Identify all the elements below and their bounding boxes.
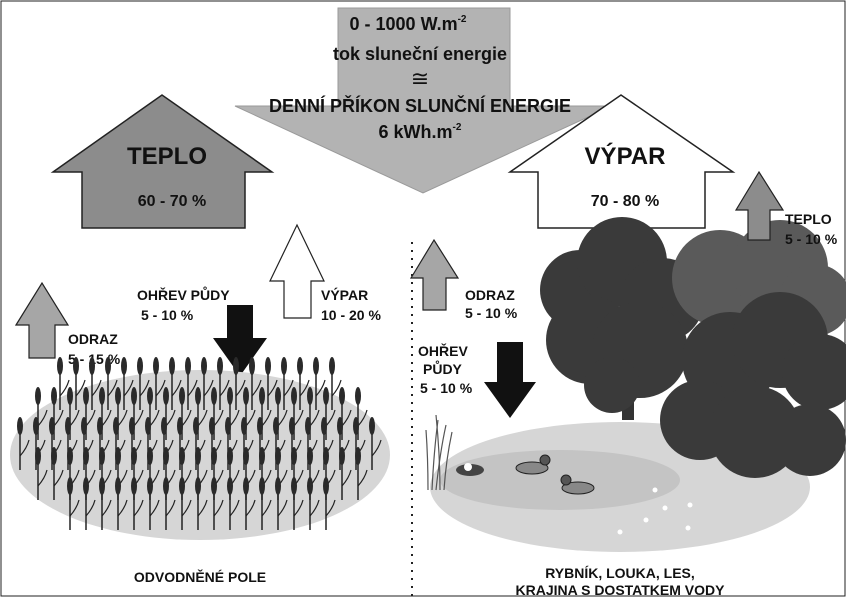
approx-symbol: ≅ <box>411 66 429 91</box>
left-reflect-arrow <box>14 281 70 359</box>
left-soil-arrow <box>213 305 267 376</box>
crop-plant <box>195 477 208 530</box>
crop-plant <box>131 477 144 530</box>
crop-plant <box>369 417 382 470</box>
right-soil-label-1: OHŘEV <box>418 342 468 359</box>
duck-1 <box>515 454 551 475</box>
crop-plant <box>153 357 166 410</box>
flux-value: 0 - 1000 W.m-2 <box>350 14 467 34</box>
crop-plant <box>217 357 230 410</box>
crop-plant <box>73 357 86 410</box>
right-soil-label-2: PŮDY <box>423 359 463 377</box>
left-evap-value: 10 - 20 % <box>321 307 381 323</box>
right-evap-title: VÝPAR <box>585 142 666 170</box>
right-evap-value: 70 - 80 % <box>591 193 659 210</box>
crop-plant <box>243 477 256 530</box>
crop-plant <box>281 357 294 410</box>
crop-plant <box>259 387 272 440</box>
right-evap-arrow <box>507 94 736 229</box>
crop-plant <box>275 477 288 530</box>
crop-plant <box>105 357 118 410</box>
crop-plant <box>265 357 278 410</box>
daily-input-label: DENNÍ PŘÍKON SLUNČNÍ ENERGIE <box>269 95 571 116</box>
crop-plant <box>227 477 240 530</box>
flux-label: tok sluneční energie <box>333 44 507 64</box>
crop-plant <box>121 357 134 410</box>
right-soil-arrow <box>484 342 536 418</box>
left-caption: ODVODNĚNÉ POLE <box>134 568 266 585</box>
tree-left <box>540 217 704 420</box>
left-heat-title: TEPLO <box>127 143 207 170</box>
crop-plant <box>67 477 80 530</box>
crop-plant <box>201 357 214 410</box>
crop-plant <box>249 357 262 410</box>
meadow-flowers <box>617 487 693 535</box>
crop-plant <box>313 357 326 410</box>
crop-plant <box>185 357 198 410</box>
pond <box>440 450 680 510</box>
left-evap-label: VÝPAR <box>321 286 368 303</box>
right-reflect-label: ODRAZ <box>465 287 515 303</box>
daily-input-value: 6 kWh.m-2 <box>379 122 462 142</box>
reeds <box>425 414 453 491</box>
lily-flower <box>456 463 484 476</box>
crop-plant <box>291 477 304 530</box>
crop-plant <box>147 477 160 530</box>
crop-plant <box>137 357 150 410</box>
left-heat-arrow <box>50 94 275 229</box>
crop-plant <box>355 447 368 500</box>
right-heat-value: 5 - 10 % <box>785 231 838 247</box>
crop-field <box>17 357 382 530</box>
left-reflect-label: ODRAZ <box>68 331 118 347</box>
daily-exponent: -2 <box>453 122 462 133</box>
crop-plant <box>57 357 70 410</box>
crop-plant <box>297 357 310 410</box>
crop-plant <box>259 477 272 530</box>
left-evap-arrow <box>269 223 325 319</box>
crop-plant <box>169 357 182 410</box>
right-reflect-value: 5 - 10 % <box>465 305 518 321</box>
crop-plant <box>179 477 192 530</box>
crop-plant <box>323 477 336 530</box>
crop-plant <box>83 477 96 530</box>
crop-plant <box>99 477 112 530</box>
right-heat-label: TEPLO <box>785 211 832 227</box>
tree-right <box>660 292 846 478</box>
duck-2 <box>560 474 595 495</box>
crop-plant <box>307 477 320 530</box>
right-reflect-arrow <box>409 238 460 311</box>
crop-plant <box>211 477 224 530</box>
left-soil-value: 5 - 10 % <box>141 307 194 323</box>
flux-exponent: -2 <box>458 14 467 25</box>
solar-input-arrow <box>234 7 613 194</box>
right-caption-2: KRAJINA S DOSTATKEM VODY <box>516 582 726 597</box>
crop-plant <box>329 357 342 410</box>
left-soil-label: OHŘEV PŮDY <box>137 285 230 303</box>
crop-plant <box>233 357 246 410</box>
right-caption-1: RYBNÍK, LOUKA, LES, <box>545 565 695 581</box>
right-heat-arrow <box>734 170 785 241</box>
crop-plant <box>115 477 128 530</box>
left-heat-value: 60 - 70 % <box>138 193 206 210</box>
crop-plant <box>339 447 352 500</box>
right-soil-value: 5 - 10 % <box>420 380 473 396</box>
crop-plant <box>51 447 64 500</box>
crop-plant <box>35 447 48 500</box>
crop-plant <box>163 477 176 530</box>
crop-plant <box>89 357 102 410</box>
crop-plant <box>17 417 30 470</box>
crop-plant <box>355 387 368 440</box>
